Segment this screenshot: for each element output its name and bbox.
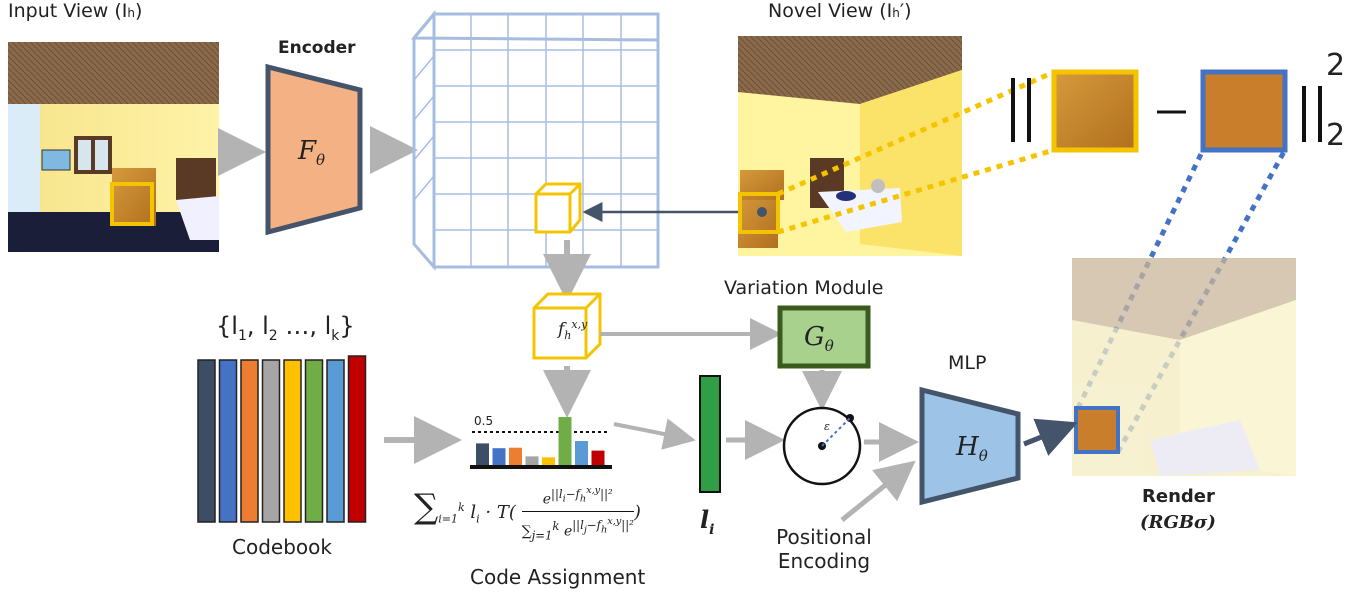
encoder-label: Encoder bbox=[278, 38, 356, 58]
input-view-image bbox=[8, 42, 219, 252]
arrow-posenc-mlp bbox=[840, 460, 916, 522]
render-label: Render bbox=[1142, 486, 1215, 507]
norm-subscript: 2 bbox=[1326, 118, 1346, 153]
codebook-label: Codebook bbox=[232, 535, 332, 559]
feature-cube-icon bbox=[532, 292, 602, 360]
input-view-label: Input View (Ih) bbox=[8, 0, 143, 22]
grid-cube-icon bbox=[534, 182, 582, 234]
histogram-bar bbox=[492, 448, 506, 465]
codebook-entry bbox=[326, 359, 345, 523]
codebook-entry bbox=[283, 359, 302, 523]
codebook-entry bbox=[197, 359, 216, 523]
mlp-block bbox=[919, 386, 1021, 506]
norm-superscript: 2 bbox=[1326, 48, 1346, 83]
variation-module-label: Variation Module bbox=[724, 277, 884, 299]
histogram-bars bbox=[476, 417, 605, 465]
histogram-bar bbox=[525, 456, 539, 465]
novel-patch-point bbox=[757, 207, 767, 217]
encoder-block bbox=[265, 63, 363, 236]
histogram-bar bbox=[575, 441, 588, 465]
mlp-label: MLP bbox=[948, 352, 987, 374]
histogram-bar bbox=[591, 450, 605, 465]
render-patch-highlight bbox=[1074, 406, 1120, 454]
codebook-entry bbox=[240, 359, 259, 523]
novel-patch-highlight bbox=[738, 192, 780, 234]
epsilon-label: ε bbox=[824, 420, 830, 433]
histogram-bar bbox=[509, 447, 522, 465]
input-patch-highlight bbox=[110, 182, 154, 226]
render-sublabel: (RGBσ) bbox=[1140, 512, 1216, 533]
histogram-bar bbox=[558, 417, 572, 465]
novel-view-image bbox=[738, 36, 962, 256]
variation-module-block bbox=[777, 305, 871, 369]
rendered-patch bbox=[1200, 69, 1288, 153]
code-assignment-formula: ∑i=1k li · T( e||li−fhx,y||² ∑j=1k e||lj… bbox=[414, 480, 641, 546]
code-assignment-label: Code Assignment bbox=[470, 565, 646, 589]
code-vector-label: li bbox=[700, 505, 715, 538]
codebook-entry bbox=[347, 355, 367, 523]
code-vector-bar bbox=[699, 375, 721, 493]
render-image bbox=[1072, 258, 1296, 476]
loss-norm-left bbox=[1011, 78, 1031, 142]
codebook-entry bbox=[218, 359, 238, 523]
novel-view-label: Novel View (Ih′) bbox=[768, 0, 912, 22]
threshold-label: 0.5 bbox=[474, 414, 494, 428]
codebook-entry bbox=[304, 359, 324, 523]
codebook-set-label: {l1, l2 …, lk} bbox=[216, 312, 355, 344]
arrow-mlp-render bbox=[1023, 418, 1078, 456]
mlp-symbol: Hθ bbox=[956, 432, 988, 466]
codebook-bars bbox=[197, 355, 367, 523]
encoder-symbol: Fθ bbox=[298, 136, 326, 170]
epsilon-radius bbox=[821, 417, 851, 447]
arrow-histogram-code bbox=[613, 418, 696, 450]
codebook-entry bbox=[261, 359, 281, 523]
proj-line-top bbox=[776, 69, 1056, 197]
histogram-bar bbox=[542, 457, 555, 465]
gt-patch bbox=[1051, 69, 1139, 153]
loss-norm-right bbox=[1302, 86, 1322, 142]
feature-grid-volume bbox=[410, 9, 660, 272]
positional-encoding-label: Positional Encoding bbox=[776, 525, 872, 573]
feature-symbol: fhx,y bbox=[558, 318, 588, 343]
variation-symbol: Gθ bbox=[804, 322, 834, 356]
histogram-bar bbox=[476, 443, 489, 465]
